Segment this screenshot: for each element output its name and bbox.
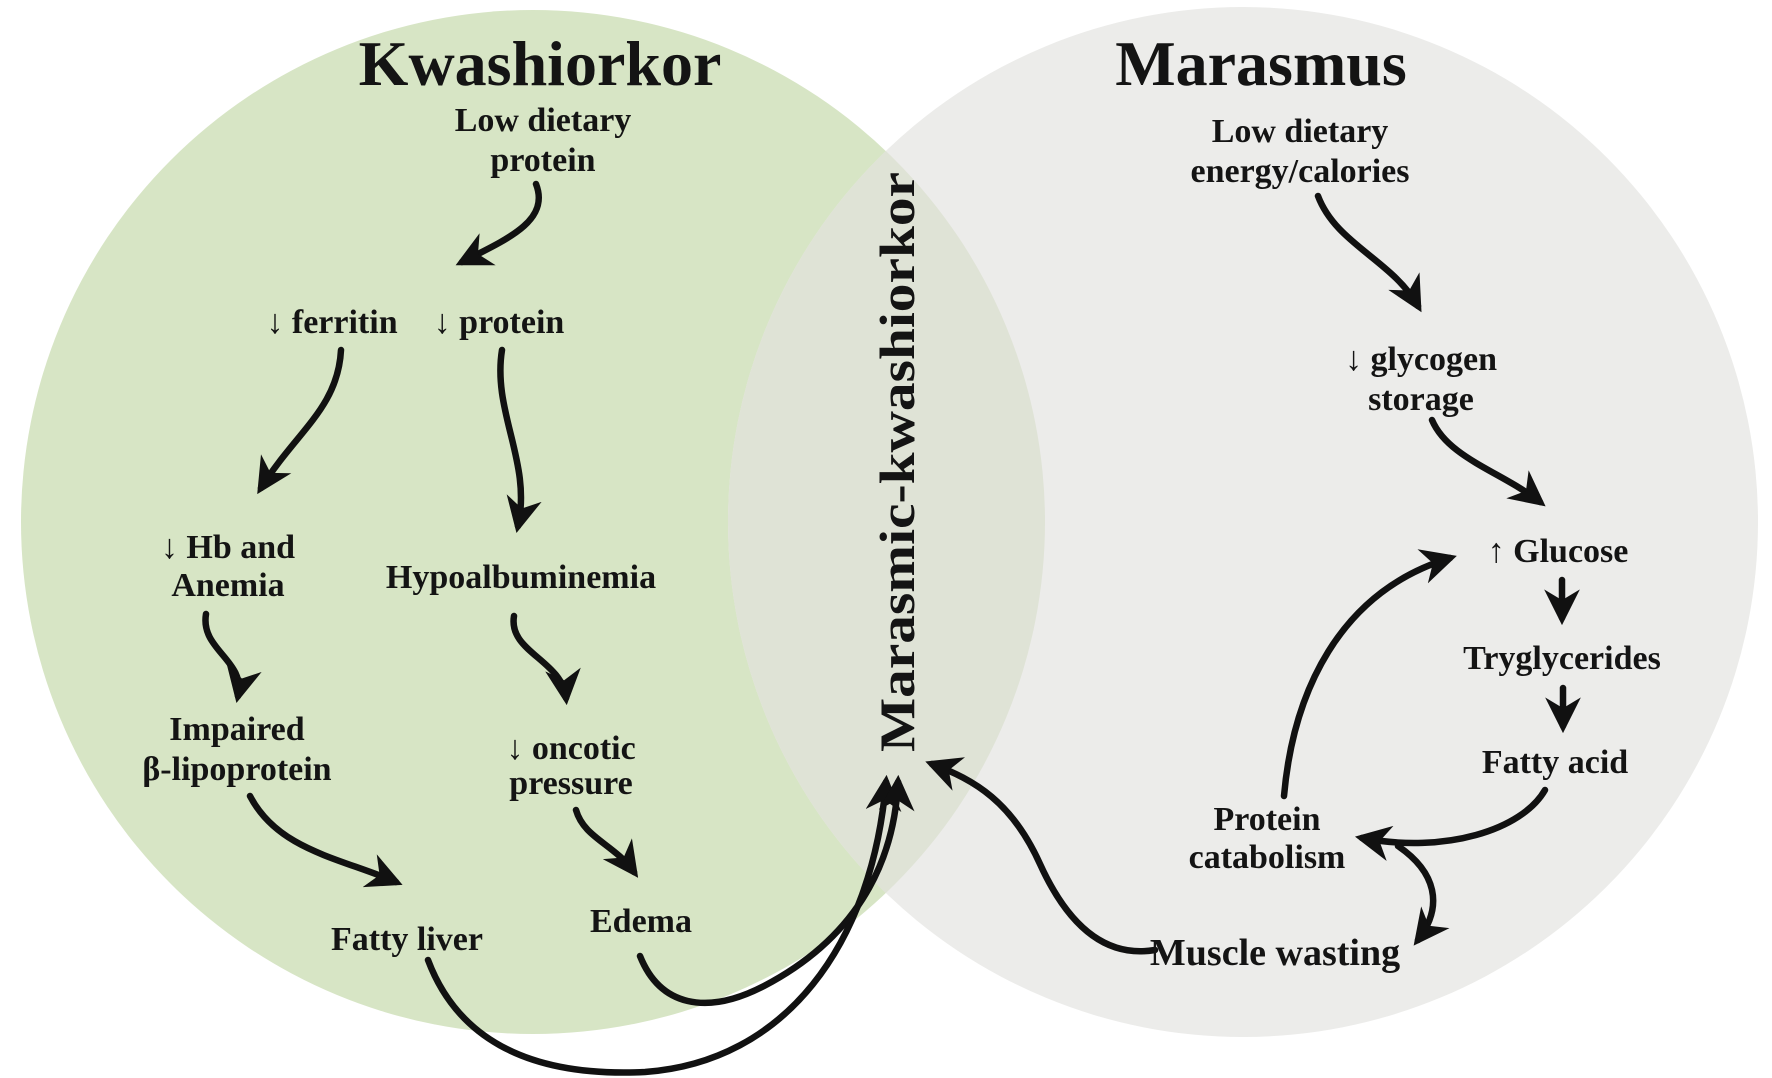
arrow-hypoalbuminemia-to-oncotic — [510, 612, 581, 706]
arrow-storage-to-glucose — [1428, 416, 1546, 507]
arrow-musclewasting-to-marasmickwashiorkor — [925, 757, 1159, 955]
node-protein: ↓ protein — [434, 304, 565, 341]
marasmus-title: Marasmus — [1115, 28, 1407, 99]
node-protein-catabolism: catabolism — [1189, 839, 1346, 876]
node-oncotic-pressure: ↓ oncotic — [506, 730, 635, 767]
node-impaired-lipoprotein: β-lipoprotein — [142, 751, 331, 788]
node-muscle-wasting: Muscle wasting — [1150, 932, 1400, 974]
node-low-dietary-protein: protein — [490, 142, 595, 179]
marasmic-kwashiorkor-label: Marasmic-kwashiorkor — [869, 172, 925, 752]
arrow-ferritin-to-hb — [257, 346, 345, 495]
marasmus-circle — [728, 7, 1758, 1037]
node-impaired-lipoprotein: Impaired — [169, 711, 304, 748]
arrow-anemia-to-impaired — [202, 610, 262, 703]
arrow-protein-to-hypoalbuminemia — [497, 346, 542, 533]
node-low-dietary-energy: energy/calories — [1190, 153, 1409, 190]
node-hypoalbuminemia: Hypoalbuminemia — [386, 559, 656, 596]
arrow-fattyacid-to-musclewasting — [1394, 842, 1450, 946]
node-glucose: ↑ Glucose — [1488, 533, 1629, 570]
node-low-dietary-protein: Low dietary — [455, 102, 632, 139]
arrow-impaired-to-fattyliver — [246, 792, 403, 888]
node-hb-anemia: Anemia — [171, 567, 284, 604]
node-glycogen-storage: ↓ glycogen — [1345, 341, 1497, 378]
node-edema: Edema — [590, 903, 692, 940]
node-ferritin: ↓ ferritin — [266, 304, 397, 341]
arrow-edema-to-marasmickwashiorkor — [636, 774, 915, 1007]
node-low-dietary-energy: Low dietary — [1212, 113, 1389, 150]
kwashiorkor-title: Kwashiorkor — [359, 28, 722, 99]
arrow-oncotic-to-edema — [572, 806, 639, 878]
node-protein-catabolism: Protein — [1213, 801, 1320, 838]
arrow-fattyacid-to-proteincatabolism — [1354, 786, 1549, 861]
node-glycogen-storage: storage — [1368, 381, 1474, 418]
node-hb-anemia: ↓ Hb and — [161, 529, 295, 566]
arrow-proteincatabolism-to-glucose — [1280, 549, 1457, 800]
node-tryglycerides: Tryglycerides — [1463, 640, 1661, 677]
arrow-lowenergy-to-glycogen — [1314, 192, 1422, 313]
node-fatty-acid: Fatty acid — [1482, 744, 1628, 781]
arrow-lowprotein-to-protein — [455, 180, 542, 266]
node-oncotic-pressure: pressure — [509, 765, 632, 802]
node-fatty-liver: Fatty liver — [331, 921, 483, 958]
